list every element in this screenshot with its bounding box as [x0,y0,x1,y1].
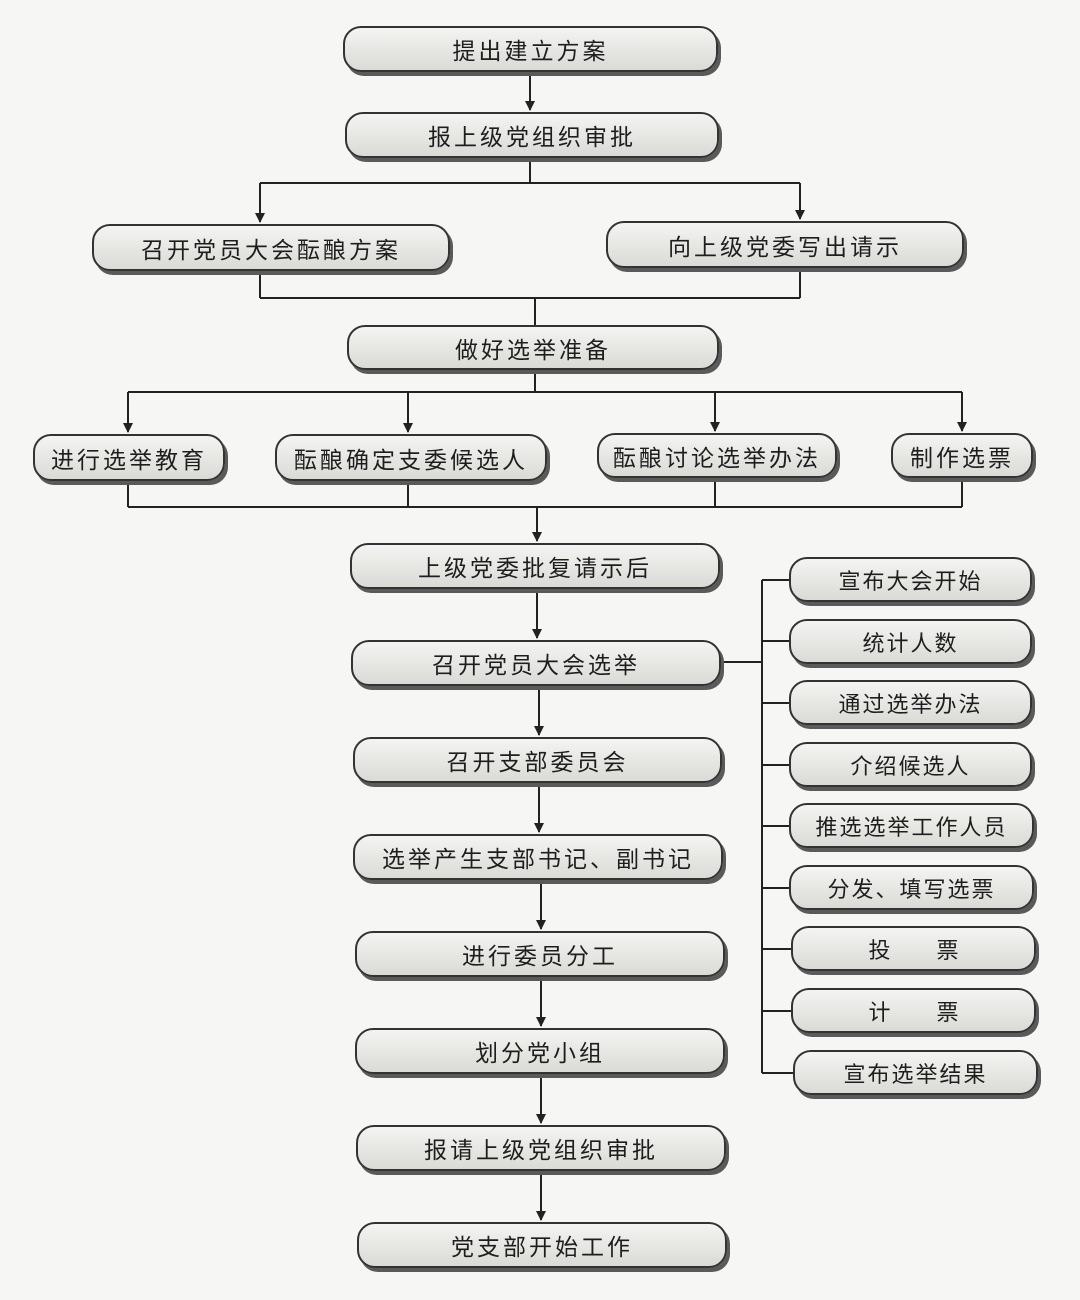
step-submit-approval: 报上级党组织审批 [345,112,719,158]
election-step-label: 投票 [868,938,1005,964]
step-after-approval: 上级党委批复请示后 [350,543,720,589]
prep-make-ballots-label: 制作选票 [910,445,1014,472]
election-step-announce-results: 宣布选举结果 [793,1050,1038,1095]
election-step-count-attendance: 统计人数 [789,619,1032,664]
step-elect-secretary: 选举产生支部书记、副书记 [353,834,723,880]
branch-request-committee: 向上级党委写出请示 [606,221,964,268]
step-branch-committee-label: 召开支部委员会 [446,750,629,776]
election-step-label: 介绍候选人 [850,754,971,780]
step-assign-duties: 进行委员分工 [355,931,725,977]
election-step-label: 计票 [868,1000,1005,1026]
election-step-adopt-method: 通过选举办法 [789,680,1032,725]
election-step-vote: 投票 [791,926,1036,971]
step-assign-duties-label: 进行委员分工 [462,944,618,970]
election-step-count-votes: 计票 [791,988,1036,1033]
election-step-label: 推选选举工作人员 [815,815,1008,841]
prep-election-method: 酝酿讨论选举办法 [597,433,837,478]
step-branch-starts-work-label: 党支部开始工作 [451,1235,633,1261]
step-branch-starts-work: 党支部开始工作 [357,1222,727,1268]
election-step-announce-start: 宣布大会开始 [789,557,1032,602]
prep-candidates: 酝酿确定支委候选人 [275,434,547,481]
step-propose-plan: 提出建立方案 [343,26,718,72]
step-branch-committee: 召开支部委员会 [353,737,722,783]
branch-member-meeting-label: 召开党员大会酝酿方案 [141,237,401,264]
prep-make-ballots: 制作选票 [891,433,1033,478]
step-party-groups: 划分党小组 [355,1028,725,1074]
branch-request-committee-label: 向上级党委写出请示 [668,234,902,261]
step-elect-secretary-label: 选举产生支部书记、副书记 [382,847,694,873]
step-election-meeting: 召开党员大会选举 [351,640,721,686]
election-step-introduce-candidates: 介绍候选人 [789,742,1032,787]
branch-member-meeting: 召开党员大会酝酿方案 [92,224,450,271]
election-step-label: 宣布选举结果 [843,1062,988,1088]
step-prepare-election-label: 做好选举准备 [455,337,611,364]
prep-election-education: 进行选举教育 [33,434,225,481]
prep-election-method-label: 酝酿讨论选举办法 [613,445,821,472]
election-step-label: 通过选举办法 [838,692,983,718]
prep-election-education-label: 进行选举教育 [51,447,207,474]
prep-candidates-label: 酝酿确定支委候选人 [294,447,528,474]
election-step-label: 分发、填写选票 [827,877,996,903]
election-step-label: 宣布大会开始 [838,569,983,595]
step-prepare-election: 做好选举准备 [347,325,719,370]
step-submit-approval-label: 报上级党组织审批 [428,125,636,151]
step-propose-plan-label: 提出建立方案 [452,39,609,65]
step-request-approval-label: 报请上级党组织审批 [424,1138,658,1164]
step-election-meeting-label: 召开党员大会选举 [432,653,640,679]
election-step-distribute-ballots: 分发、填写选票 [789,865,1034,910]
step-after-approval-label: 上级党委批复请示后 [418,556,652,582]
step-request-approval: 报请上级党组织审批 [356,1125,726,1171]
step-party-groups-label: 划分党小组 [475,1041,605,1067]
election-step-label: 统计人数 [862,631,959,657]
election-step-select-staff: 推选选举工作人员 [789,803,1034,848]
